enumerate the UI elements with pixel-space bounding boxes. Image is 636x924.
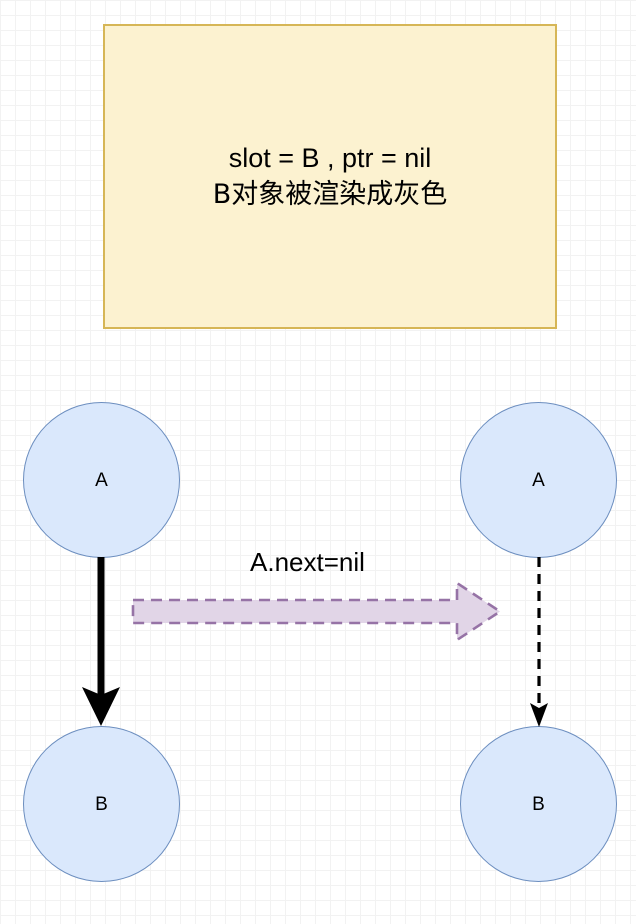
node-b-left-label: B — [95, 793, 108, 815]
node-a-left-label: A — [95, 469, 108, 491]
note-line-1: slot = B , ptr = nil — [228, 143, 432, 174]
transition-arrow-shape — [131, 580, 503, 643]
node-a-left[interactable]: A — [23, 402, 180, 558]
node-a-right[interactable]: A — [460, 402, 617, 558]
node-b-right[interactable]: B — [460, 726, 617, 882]
node-b-left[interactable]: B — [23, 726, 180, 882]
edge-left-a-to-b-arrowhead — [82, 687, 120, 726]
transition-arrow[interactable] — [131, 580, 503, 643]
transition-arrow-label: A.next=nil — [250, 547, 365, 577]
note-box[interactable]: slot = B , ptr = nil B对象被渲染成灰色 — [103, 24, 557, 329]
edge-right-a-to-b-arrowhead — [530, 703, 548, 727]
edge-left-a-to-b[interactable] — [82, 557, 120, 726]
node-a-right-label: A — [532, 469, 545, 491]
edge-right-a-to-b[interactable] — [530, 557, 548, 727]
node-b-right-label: B — [532, 793, 545, 815]
note-line-2: B对象被渲染成灰色 — [212, 178, 448, 210]
